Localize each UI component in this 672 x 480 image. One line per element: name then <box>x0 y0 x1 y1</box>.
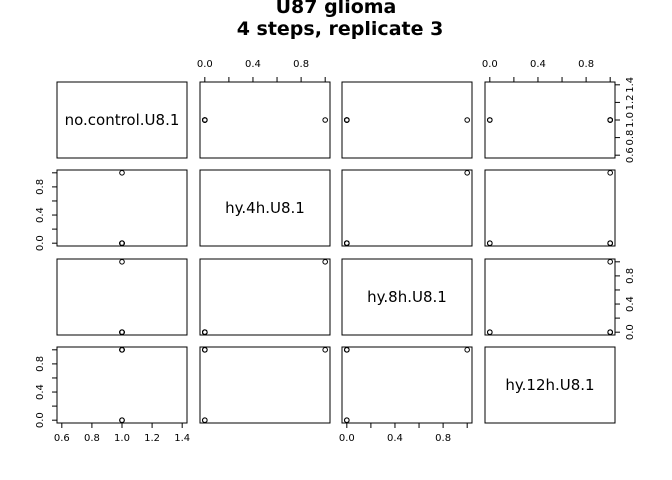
x-tick-label-1-1: 0.4 <box>245 59 261 70</box>
y-tick-label-1-0: 0.0 <box>35 235 46 251</box>
y-tick-label-1-1: 0.4 <box>35 207 46 223</box>
data-point-0-3-5 <box>607 117 613 123</box>
data-point-1-2-5 <box>344 240 350 246</box>
data-point-1-0-1 <box>119 170 125 176</box>
panel-2-0 <box>56 258 188 336</box>
x-tick-label-2-1: 0.4 <box>387 433 403 444</box>
panel-3-3 <box>484 346 616 424</box>
y-tick-label-0-2: 1.0 <box>625 112 636 128</box>
y-tick-label-2-2: 0.8 <box>625 268 636 284</box>
data-point-3-2-4 <box>344 417 350 423</box>
y-tick-label-2-1: 0.4 <box>625 296 636 312</box>
panel-1-2 <box>341 169 473 247</box>
data-point-0-3-4 <box>487 117 493 123</box>
panel-grid: no.control.U8.1 hy.4h.U8.1 hy.8h.U8.1 hy.12… <box>35 59 636 444</box>
data-point-0-2-1 <box>464 117 470 123</box>
panel-0-3 <box>484 81 616 159</box>
panel-1-3 <box>484 169 616 247</box>
data-point-2-3-1 <box>607 259 613 265</box>
x-tick-label-1-2: 0.8 <box>293 59 309 70</box>
panel-0-0 <box>56 81 188 159</box>
panel-3-0 <box>56 346 188 424</box>
data-point-2-3-4 <box>487 329 493 335</box>
chart-title-line1: U87 glioma <box>276 0 397 18</box>
panel-1-1 <box>199 169 331 247</box>
x-tick-label-0-1: 0.8 <box>84 433 100 444</box>
data-point-2-1-1 <box>322 259 328 265</box>
y-tick-label-3-2: 0.8 <box>35 356 46 372</box>
x-tick-label-3-2: 0.8 <box>578 59 594 70</box>
y-tick-label-1-2: 0.8 <box>35 179 46 195</box>
y-tick-label-0-4: 1.4 <box>625 77 636 93</box>
x-tick-label-2-2: 0.8 <box>435 433 451 444</box>
panel-2-2 <box>341 258 473 336</box>
panel-3-2 <box>341 346 473 424</box>
data-point-0-1-1 <box>322 117 328 123</box>
y-tick-label-0-0: 0.6 <box>625 147 636 163</box>
data-point-3-1-1 <box>322 347 328 353</box>
y-tick-label-3-1: 0.4 <box>35 384 46 400</box>
panel-0-1 <box>199 81 331 159</box>
data-point-3-1-5 <box>202 347 208 353</box>
data-point-0-2-5 <box>344 117 350 123</box>
x-tick-label-3-1: 0.4 <box>530 59 546 70</box>
data-point-3-2-1 <box>464 347 470 353</box>
panel-0-2 <box>341 81 473 159</box>
y-tick-label-2-0: 0.0 <box>625 324 636 340</box>
y-tick-label-0-3: 1.2 <box>625 94 636 110</box>
x-tick-label-2-0: 0.0 <box>339 433 355 444</box>
x-tick-label-1-0: 0.0 <box>197 59 213 70</box>
panel-2-3 <box>484 258 616 336</box>
x-tick-label-0-3: 1.2 <box>144 433 160 444</box>
data-point-1-3-5 <box>607 240 613 246</box>
x-tick-label-0-0: 0.6 <box>54 433 70 444</box>
variable-label-3: hy.12h.U8.1 <box>505 376 594 394</box>
x-tick-label-0-2: 1.0 <box>114 433 130 444</box>
data-point-3-1-4 <box>202 417 208 423</box>
chart-title-line2: 4 steps, replicate 3 <box>237 18 444 40</box>
panel-1-0 <box>56 169 188 247</box>
data-point-1-0-5 <box>119 240 125 246</box>
data-point-3-0-5 <box>119 347 125 353</box>
x-tick-label-3-0: 0.0 <box>482 59 498 70</box>
data-point-2-0-1 <box>119 259 125 265</box>
data-point-0-1-5 <box>202 117 208 123</box>
x-tick-label-0-4: 1.4 <box>174 433 190 444</box>
variable-label-2: hy.8h.U8.1 <box>367 288 447 306</box>
data-point-2-0-5 <box>119 329 125 335</box>
panel-3-1 <box>199 346 331 424</box>
variable-label-0: no.control.U8.1 <box>65 111 180 129</box>
data-point-1-2-1 <box>464 170 470 176</box>
data-point-1-3-4 <box>487 240 493 246</box>
data-point-2-1-5 <box>202 329 208 335</box>
data-point-3-0-4 <box>119 417 125 423</box>
data-point-3-2-5 <box>344 347 350 353</box>
panel-2-1 <box>199 258 331 336</box>
y-tick-label-0-1: 0.8 <box>625 130 636 146</box>
y-tick-label-3-0: 0.0 <box>35 412 46 428</box>
variable-label-1: hy.4h.U8.1 <box>225 199 305 217</box>
data-point-1-3-1 <box>607 170 613 176</box>
data-point-2-3-5 <box>607 329 613 335</box>
